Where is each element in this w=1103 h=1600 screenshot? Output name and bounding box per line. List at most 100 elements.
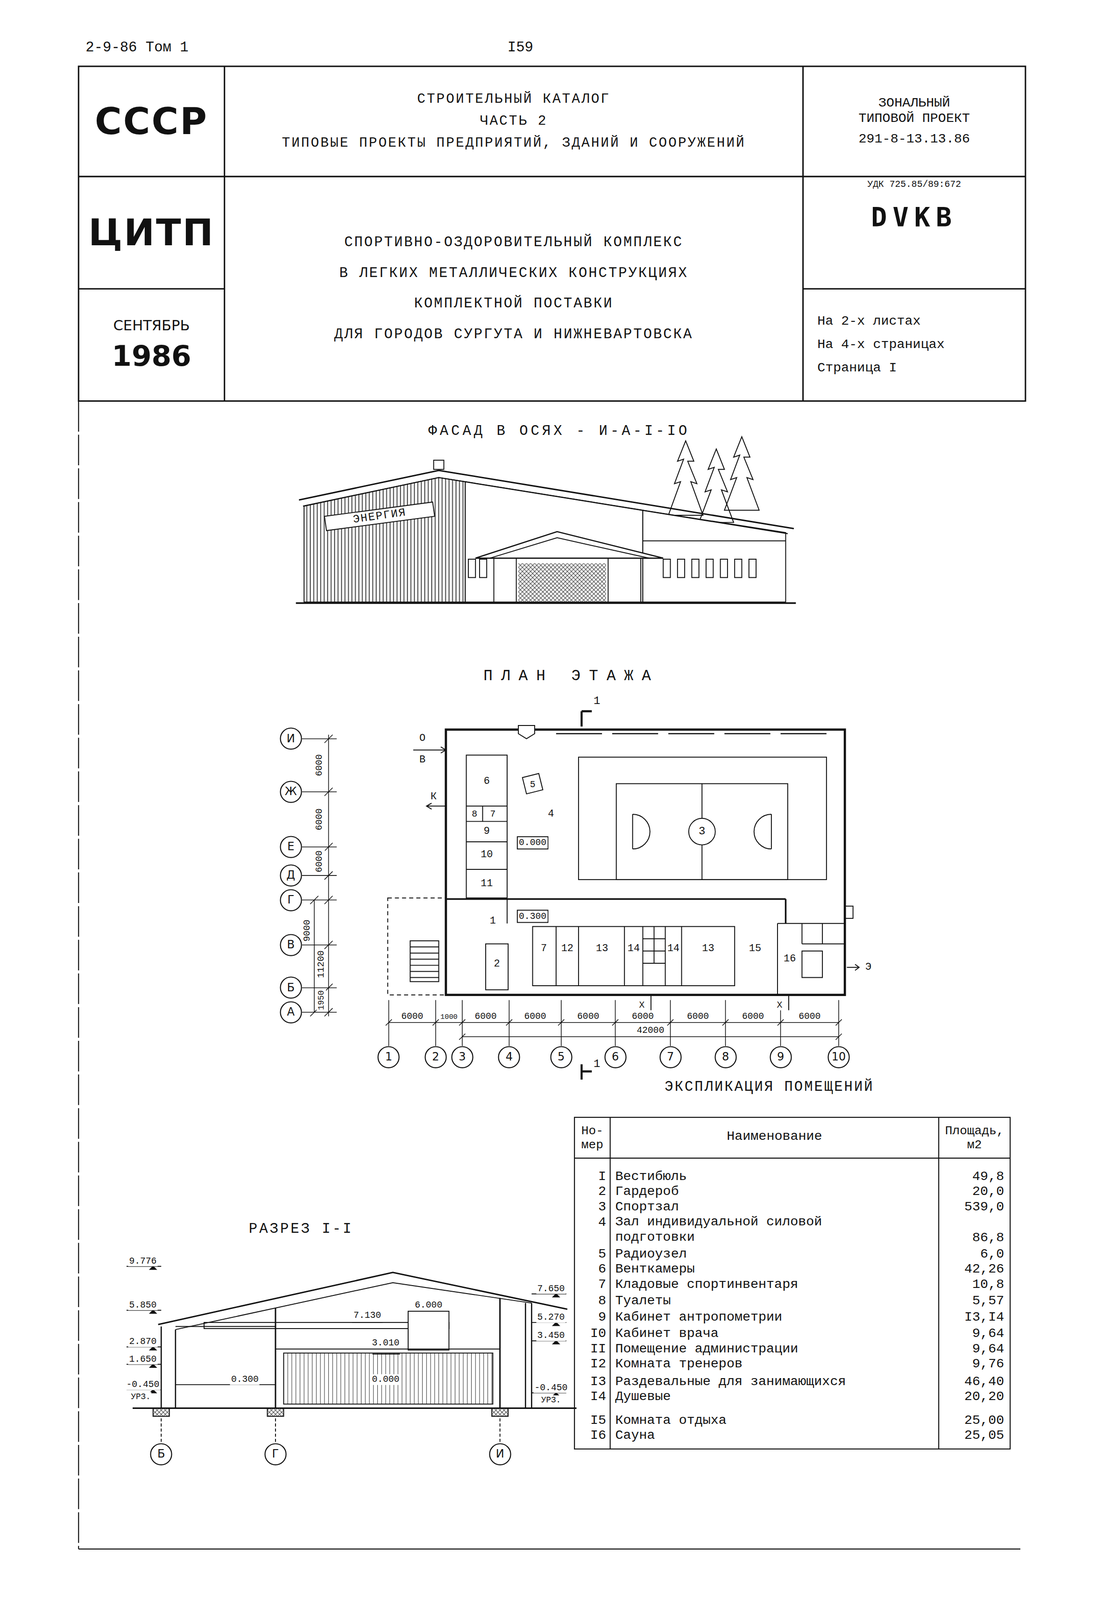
facade-drawing bbox=[475, 531, 664, 559]
floor-plan bbox=[445, 729, 845, 995]
room-number: 13 bbox=[700, 942, 715, 955]
axis-bubble: Г bbox=[279, 888, 303, 912]
axis-bubble: 7 bbox=[659, 1045, 682, 1068]
floor-plan bbox=[556, 926, 682, 986]
dimension: 6000 bbox=[314, 753, 326, 778]
row-number: II bbox=[589, 1340, 608, 1357]
explication-table bbox=[574, 1117, 1011, 1449]
room-area: 25,05 bbox=[963, 1427, 1005, 1443]
sheet-code: 2-9-86 Том 1 bbox=[84, 39, 190, 57]
floor-plan bbox=[650, 994, 789, 1011]
row-number: 7 bbox=[597, 1276, 608, 1293]
basketball-court bbox=[578, 756, 827, 880]
sheet-frame bbox=[78, 400, 1021, 1549]
axis-label: Д bbox=[286, 868, 296, 882]
level-mark: 0.300 bbox=[517, 910, 548, 922]
section-drawing bbox=[175, 1383, 276, 1385]
room-number: 7 bbox=[488, 808, 497, 820]
room-number: 15 bbox=[748, 942, 763, 955]
page-number: I59 bbox=[506, 39, 535, 57]
axis-bubble: 5 bbox=[550, 1045, 573, 1068]
axis-circle bbox=[498, 1046, 520, 1068]
room-number: 2 bbox=[493, 958, 502, 970]
floor-plan bbox=[581, 710, 592, 1080]
facade-drawing bbox=[489, 537, 650, 559]
floor-plan bbox=[410, 940, 439, 982]
facade-drawing bbox=[433, 459, 445, 470]
title-text: DVKB bbox=[870, 202, 958, 233]
room-number: 1 bbox=[488, 915, 497, 927]
room-name: Кабинет антропометрии bbox=[614, 1309, 784, 1325]
facade-sign: ЭНЕРГИЯ bbox=[351, 505, 409, 527]
axis-grid bbox=[310, 734, 333, 1017]
axis-label: 5 bbox=[557, 1050, 565, 1064]
level-mark: 1.650 bbox=[127, 1353, 158, 1365]
floor-plan bbox=[506, 898, 508, 923]
floor-plan bbox=[517, 909, 549, 922]
axis-circle bbox=[489, 1442, 511, 1464]
row-number: 4 bbox=[597, 1214, 608, 1230]
floor-plan bbox=[387, 710, 859, 1080]
axis-bubble: Ж bbox=[279, 780, 303, 803]
window bbox=[468, 558, 757, 578]
window bbox=[479, 558, 487, 578]
axis-circle bbox=[451, 1046, 473, 1068]
axis-circle bbox=[280, 864, 302, 886]
axis-bubble: В bbox=[279, 933, 303, 956]
title-text: УДК 725.85/89:672 bbox=[867, 179, 962, 191]
title-text: КОМПЛЕКТНОЙ ПОСТАВКИ bbox=[414, 295, 614, 312]
floor-plan bbox=[532, 926, 736, 986]
section-mark: 1 bbox=[592, 1057, 601, 1071]
axis-bubble: Б bbox=[149, 1442, 173, 1465]
section-drawing bbox=[161, 1302, 532, 1408]
axis-bubble: 10 bbox=[827, 1045, 850, 1068]
facade-drawing bbox=[303, 477, 788, 534]
floor-plan bbox=[847, 963, 860, 970]
room-area: 9,64 bbox=[971, 1325, 1005, 1342]
axis-circle bbox=[828, 1046, 850, 1068]
level-mark: -0.450 bbox=[125, 1378, 161, 1390]
axis-circle bbox=[264, 1442, 286, 1464]
level-mark: 2.870 bbox=[127, 1336, 158, 1347]
room-area: 49,8 bbox=[971, 1168, 1005, 1184]
dimension: 6000 bbox=[314, 806, 326, 831]
room-name: Спортзал bbox=[614, 1199, 680, 1215]
row-number: I0 bbox=[589, 1325, 608, 1342]
axis-grid bbox=[302, 734, 842, 1046]
title-text: ЦИТП bbox=[88, 211, 215, 254]
title-text: СССР bbox=[94, 100, 209, 143]
row-number: 2 bbox=[597, 1183, 608, 1200]
floor-plan bbox=[844, 905, 853, 919]
level-mark: УРЗ. bbox=[130, 1391, 152, 1401]
window bbox=[706, 558, 714, 578]
axis-bubble: 3 bbox=[451, 1045, 474, 1068]
room-area: 9,76 bbox=[971, 1356, 1005, 1372]
floor-plan bbox=[445, 898, 786, 923]
floor-plan bbox=[522, 773, 544, 794]
row-number: 3 bbox=[597, 1199, 608, 1215]
room-name: Вестибюль bbox=[614, 1168, 688, 1184]
room-area: 6,0 bbox=[979, 1245, 1005, 1262]
tree bbox=[699, 448, 734, 523]
window bbox=[691, 558, 699, 578]
sheet-frame bbox=[77, 400, 79, 1549]
floor-plan bbox=[518, 725, 535, 739]
row-number: 5 bbox=[597, 1245, 608, 1262]
title-block-cell: УДК 725.85/89:672DVKB bbox=[803, 176, 1026, 289]
section-drawing bbox=[408, 1310, 449, 1350]
level-mark: 0.300 bbox=[230, 1373, 260, 1385]
dimension: 11200 bbox=[316, 949, 327, 979]
title-text: На 2-х листах bbox=[817, 313, 921, 330]
axis-label: Б bbox=[157, 1447, 165, 1461]
level-mark: 0.000 bbox=[517, 837, 548, 849]
axis-circle bbox=[150, 1442, 172, 1464]
axis-label: И bbox=[495, 1447, 505, 1461]
title-text: Страница I bbox=[817, 360, 897, 376]
dimension: 6000 bbox=[576, 1010, 601, 1022]
axis-grid bbox=[388, 1022, 839, 1037]
room-number: 4 bbox=[546, 808, 555, 821]
room-number: 11 bbox=[479, 877, 494, 890]
section-drawing bbox=[491, 1407, 509, 1416]
axis-label: И bbox=[286, 732, 296, 746]
